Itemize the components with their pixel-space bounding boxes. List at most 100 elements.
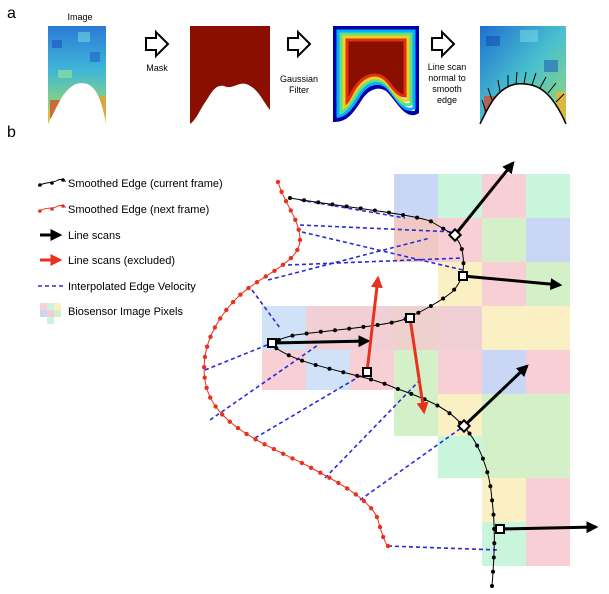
edge-point [355, 373, 360, 378]
edge-point [202, 354, 208, 360]
edge-point [452, 287, 457, 292]
edge-point [288, 208, 293, 213]
edge-point [361, 498, 367, 504]
step-linescan-label-1: Line scan [428, 62, 467, 72]
edge-point [369, 377, 373, 382]
edge-point [336, 480, 341, 486]
excluded-line-scan-arrows [365, 275, 429, 415]
edge-point [313, 363, 318, 367]
legend-item-line-scans: Line scans [40, 229, 121, 242]
edge-point [374, 514, 380, 520]
edge-point [491, 512, 496, 517]
step-arrow-icon [145, 29, 170, 59]
edge-point [491, 555, 496, 560]
image-label: Image [67, 12, 92, 22]
edge-point [213, 404, 218, 409]
edge-point [302, 198, 307, 203]
edge-point [204, 344, 210, 349]
edge-point [488, 484, 493, 489]
step-arrow-icon [287, 29, 312, 59]
edge-point [224, 307, 229, 313]
edge-point [318, 470, 323, 475]
edge-point [485, 470, 490, 475]
edge-point [428, 304, 433, 308]
legend-label: Smoothed Edge (current frame) [68, 178, 223, 190]
edge-point [279, 189, 284, 194]
edge-point [345, 486, 350, 491]
edge-point [416, 310, 421, 315]
edge-point [288, 196, 292, 200]
edge-point [415, 215, 420, 220]
panel-a-letter: a [7, 5, 16, 22]
scan-origin-markers [267, 227, 505, 534]
edge-point [208, 334, 213, 339]
edge-point [230, 299, 236, 305]
edge-point [201, 365, 207, 370]
edge-point [263, 274, 268, 279]
edge-point [447, 411, 452, 416]
edge-point [491, 569, 495, 574]
step-gaussian-label-1: Gaussian [280, 74, 318, 84]
edge-point [369, 506, 374, 511]
edge-point [428, 219, 433, 224]
edge-point [308, 465, 314, 470]
next-frame-edge-points [201, 179, 391, 549]
gaussian-filtered-thumbnail [333, 26, 419, 123]
edge-point [475, 443, 480, 448]
edge-point [218, 316, 223, 321]
black-dotted-line-icon [37, 178, 67, 187]
edge-point [382, 381, 387, 386]
legend: Smoothed Edge (current frame) Smoothed E… [37, 178, 223, 324]
edge-point [377, 524, 383, 530]
legend-label: Line scans [68, 230, 121, 242]
edge-point [280, 262, 286, 267]
edge-point [293, 217, 298, 222]
edge-point [490, 584, 494, 588]
edge-point [272, 268, 277, 273]
edge-point [387, 210, 391, 215]
legend-item-excluded-scans: Line scans (excluded) [40, 254, 175, 267]
edge-point [202, 375, 207, 380]
edge-point [441, 226, 446, 231]
edge-point [254, 280, 260, 285]
edge-point [435, 403, 440, 408]
edge-point [208, 395, 213, 400]
edge-point [300, 358, 305, 363]
edge-point [316, 200, 321, 205]
edge-point [283, 199, 289, 204]
edge-point [276, 337, 281, 342]
edge-point [385, 543, 391, 549]
step-linescan-label-2: normal to [428, 73, 466, 83]
edge-point [262, 442, 267, 447]
edge-point [353, 492, 358, 497]
edge-point [441, 296, 446, 301]
raw-image-thumbnail [48, 26, 106, 124]
edge-point [286, 353, 291, 358]
edge-point [327, 475, 332, 480]
edge-point [297, 237, 303, 243]
edge-point [459, 247, 464, 252]
edge-point [290, 333, 295, 338]
edge-point [461, 261, 466, 266]
edge-point [212, 325, 218, 330]
step-mask-label: Mask [146, 63, 168, 73]
edge-point [204, 385, 209, 390]
edge-point [327, 366, 332, 371]
legend-label: Line scans (excluded) [68, 255, 175, 267]
edge-point [381, 534, 386, 540]
edge-point [235, 425, 241, 431]
edge-point [401, 213, 406, 217]
edge-point [372, 208, 377, 213]
edge-point [304, 331, 309, 336]
legend-label: Interpolated Edge Velocity [68, 281, 196, 293]
edge-point [467, 431, 472, 436]
legend-label: Biosensor Image Pixels [68, 306, 183, 318]
edge-point [490, 498, 495, 503]
legend-item-pixels: Biosensor Image Pixels [40, 303, 183, 324]
legend-label: Smoothed Edge (next frame) [68, 204, 209, 216]
edge-point [290, 456, 295, 461]
line-scan-arrows [271, 161, 599, 534]
edge-point [275, 179, 281, 185]
edge-point [375, 323, 380, 327]
